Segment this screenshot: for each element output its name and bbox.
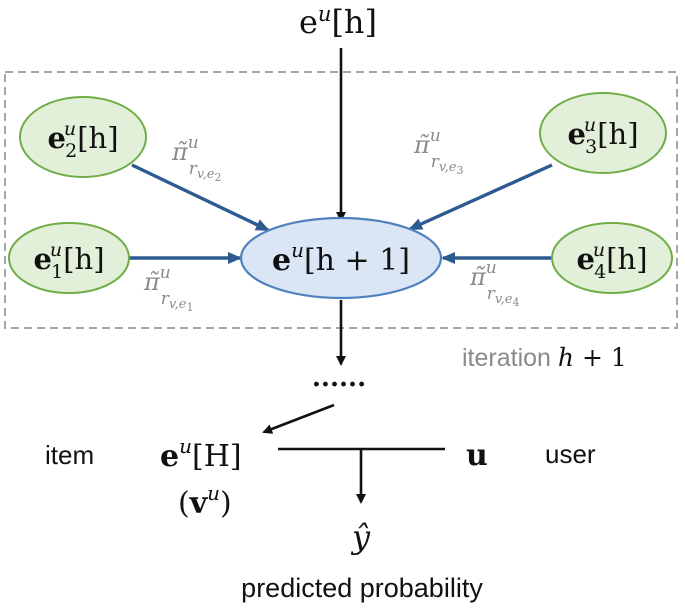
user-symbol: u: [466, 438, 488, 473]
output-symbol: ŷ: [350, 518, 371, 556]
center-node-label: eu[h + 1]: [272, 238, 410, 278]
item-alias: (vu): [178, 481, 232, 521]
item-embedding: eu[H]: [160, 434, 242, 474]
user-word: user: [545, 439, 596, 469]
top-input-label: eu[h]: [299, 2, 377, 41]
iteration-ellipsis: ......: [312, 363, 366, 393]
edge-e3-center: [408, 163, 553, 231]
ellipsis-to-item-arrow: [262, 403, 335, 434]
edge-e2-center: [131, 163, 270, 232]
item-word: item: [45, 440, 94, 470]
output-caption: predicted probability: [241, 573, 483, 603]
center-node: eu[h + 1]: [239, 216, 443, 300]
iteration-label: iteration h + 1: [462, 343, 627, 372]
